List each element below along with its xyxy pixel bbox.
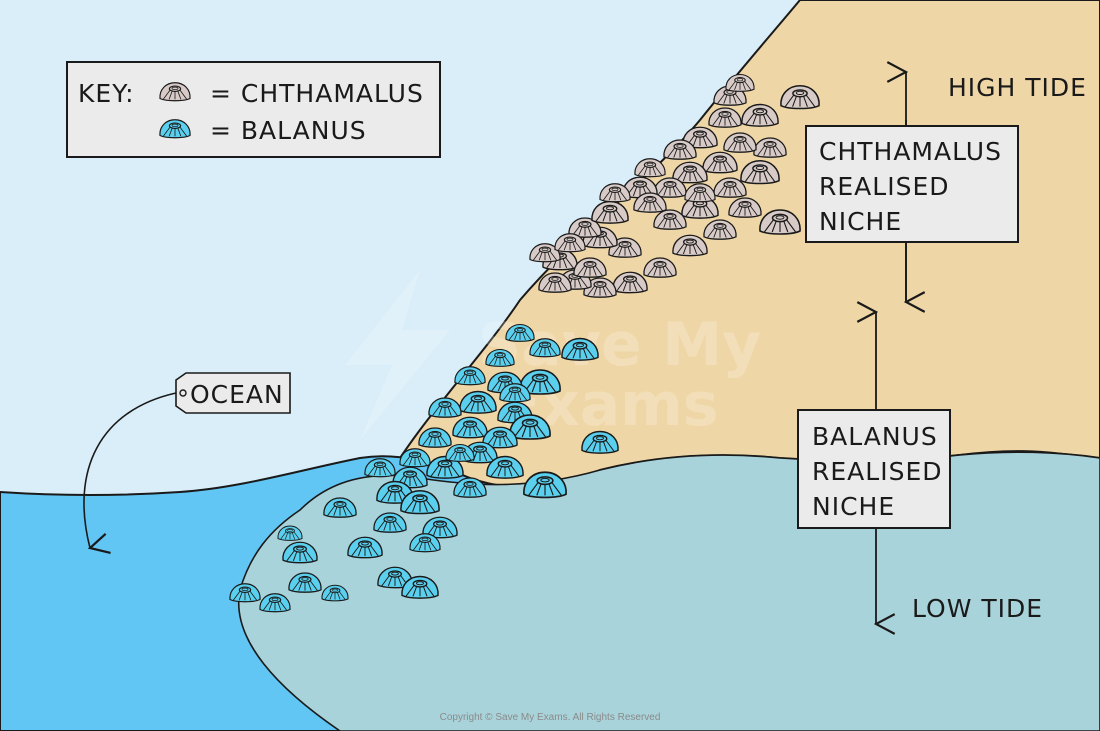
chthamalus-barnacle <box>741 103 779 127</box>
balanus-barnacle <box>426 455 464 479</box>
key-entry-balanus: = BALANUS <box>210 116 367 145</box>
balanus-barnacle <box>453 477 487 498</box>
watermark-line-1: Save My <box>478 310 761 380</box>
key-entry-chthamalus: = CHTHAMALUS <box>210 79 424 108</box>
chthamalus-barnacle <box>573 257 607 278</box>
balanus-barnacle <box>452 416 488 439</box>
balanus-barnacle <box>409 533 441 553</box>
chthamalus-barnacle <box>672 234 708 257</box>
chthamalus-barnacle <box>682 126 718 149</box>
balanus-barnacle <box>288 572 322 593</box>
barnacle-population <box>229 73 820 613</box>
balanus-barnacle <box>454 366 486 386</box>
chthamalus-barnacle <box>753 137 787 158</box>
watermark: Save My Exams <box>345 270 761 440</box>
chthamalus-barnacle <box>684 183 716 203</box>
balanus-barnacle <box>418 427 452 448</box>
balanus-key-shape <box>159 119 191 139</box>
chthamalus-barnacle <box>634 158 666 178</box>
balanus-barnacle <box>401 575 439 599</box>
low-tide-label: LOW TIDE <box>912 594 1043 623</box>
balanus-niche-line-2: REALISED <box>812 457 943 486</box>
high-tide-label: HIGH TIDE <box>948 73 1087 102</box>
chthamalus-niche-line-1: CHTHAMALUS <box>819 137 1002 166</box>
chthamalus-barnacle <box>529 243 561 263</box>
chthamalus-niche-line-2: REALISED <box>819 172 950 201</box>
key-box: KEY: = CHTHAMALUS = BALANUS <box>66 61 441 158</box>
chthamalus-niche-box: CHTHAMALUS REALISED NICHE <box>805 125 1019 243</box>
balanus-barnacle <box>509 414 551 440</box>
balanus-barnacle <box>347 536 383 559</box>
chthamalus-barnacle <box>723 132 757 153</box>
ocean-label: OCEAN <box>83 372 291 548</box>
ocean-arrow <box>83 392 177 548</box>
chthamalus-barnacle <box>612 271 648 294</box>
chthamalus-barnacle <box>622 176 658 199</box>
chthamalus-barnacle <box>554 233 586 253</box>
chthamalus-barnacle <box>599 183 631 203</box>
chthamalus-barnacle <box>728 197 762 218</box>
balanus-barnacle-icon <box>159 119 191 139</box>
chthamalus-barnacle <box>591 200 629 224</box>
balanus-barnacle <box>459 390 497 414</box>
balanus-barnacle <box>259 593 291 613</box>
balanus-barnacle <box>400 489 440 515</box>
balanus-barnacle <box>561 337 599 361</box>
chthamalus-barnacle <box>538 272 572 293</box>
chthamalus-barnacle <box>713 177 747 198</box>
balanus-barnacle <box>499 383 531 403</box>
balanus-barnacle <box>399 448 431 468</box>
balanus-niche-line-3: NICHE <box>812 492 895 521</box>
submerged-shore <box>237 451 1100 731</box>
chthamalus-barnacle-icon <box>159 82 191 102</box>
chthamalus-niche-line-3: NICHE <box>819 207 902 236</box>
balanus-barnacle <box>445 443 475 462</box>
chthamalus-barnacle <box>643 257 677 278</box>
balanus-barnacle <box>277 525 303 541</box>
balanus-barnacle <box>482 426 518 449</box>
chthamalus-barnacle <box>759 209 801 235</box>
chthamalus-barnacle <box>672 161 708 184</box>
ocean-text: OCEAN <box>190 380 284 409</box>
chthamalus-barnacle <box>633 192 667 213</box>
chthamalus-barnacle <box>702 151 738 174</box>
balanus-barnacle <box>321 584 349 602</box>
balanus-barnacle <box>523 471 567 499</box>
key-title: KEY: <box>78 79 135 108</box>
chthamalus-barnacle <box>663 139 697 160</box>
balanus-barnacle <box>529 338 561 358</box>
chthamalus-barnacle <box>740 159 780 185</box>
balanus-barnacle <box>485 348 515 367</box>
balanus-barnacle <box>364 458 396 478</box>
chthamalus-barnacle <box>725 73 755 92</box>
balanus-barnacle <box>373 512 407 533</box>
balanus-barnacle <box>581 430 619 454</box>
chthamalus-key-shape <box>159 82 191 102</box>
balanus-barnacle <box>422 516 458 539</box>
copyright-notice: Copyright © Save My Exams. All Rights Re… <box>440 712 661 723</box>
balanus-barnacle <box>486 455 524 479</box>
chthamalus-barnacle <box>780 84 820 110</box>
balanus-barnacle <box>282 541 318 564</box>
chthamalus-barnacle <box>653 177 687 198</box>
balanus-barnacle <box>229 583 261 603</box>
chthamalus-barnacle <box>703 219 737 240</box>
chthamalus-barnacle <box>708 107 742 128</box>
chthamalus-barnacle <box>583 277 617 298</box>
balanus-barnacle <box>428 397 462 418</box>
balanus-barnacle <box>505 323 535 342</box>
chthamalus-barnacle <box>653 209 687 230</box>
balanus-niche-box: BALANUS REALISED NICHE <box>797 409 951 529</box>
chthamalus-barnacle <box>568 217 602 238</box>
balanus-barnacle <box>377 566 413 589</box>
balanus-niche-line-1: BALANUS <box>812 422 938 451</box>
balanus-barnacle <box>323 497 357 518</box>
